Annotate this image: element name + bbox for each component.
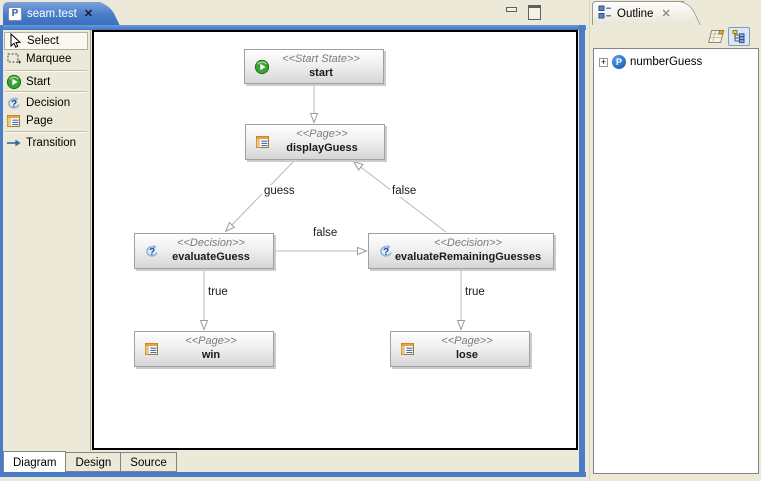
palette-label: Select	[27, 35, 59, 47]
svg-text:?: ?	[11, 99, 17, 110]
transition-label-guess[interactable]: guess	[262, 185, 297, 197]
outline-toolbar	[590, 25, 761, 47]
palette-tool-transition[interactable]: Transition	[4, 134, 88, 152]
outline-tree-mode-button[interactable]	[728, 27, 750, 46]
diagram-canvas[interactable]: guess false false true true <<Start Stat…	[92, 30, 578, 450]
tab-design[interactable]: Design	[65, 452, 122, 472]
transition-label-false-middle[interactable]: false	[311, 227, 340, 239]
node-evaluateRemainingGuesses[interactable]: ? <<Decision>> evaluateRemainingGuesses	[368, 233, 554, 269]
tree-icon	[732, 29, 745, 43]
node-evaluateGuess[interactable]: ? <<Decision>> evaluateGuess	[134, 233, 274, 269]
tab-diagram[interactable]: Diagram	[3, 451, 67, 472]
editor-window-controls	[505, 5, 541, 20]
node-lose[interactable]: <<Page>> lose	[390, 331, 530, 367]
palette-label: Decision	[26, 97, 71, 109]
transition-arrows	[94, 84, 576, 448]
tab-close-icon[interactable]: ✕	[83, 8, 94, 20]
palette-separator	[5, 91, 87, 93]
transition-label-true-right[interactable]: true	[463, 286, 487, 298]
palette: Select Marquee Start ? Decision Pag	[3, 30, 91, 451]
node-start[interactable]: <<Start State>> start	[244, 49, 384, 84]
overview-icon	[708, 30, 725, 43]
page-icon	[400, 341, 416, 357]
node-win[interactable]: <<Page>> win	[134, 331, 274, 367]
transition-arrow-icon	[6, 135, 22, 151]
svg-text:?: ?	[383, 247, 389, 258]
start-state-icon	[254, 59, 270, 75]
editor-tab-title: seam.test	[27, 7, 77, 20]
pageflow-file-icon: P	[8, 6, 22, 21]
node-stereotype: <<Decision>>	[434, 237, 502, 250]
node-displayGuess[interactable]: <<Page>> displayGuess	[245, 124, 385, 160]
node-name: evaluateGuess	[172, 251, 250, 263]
palette-label: Transition	[26, 137, 77, 149]
minimize-icon[interactable]	[505, 5, 518, 16]
page-icon	[6, 113, 22, 129]
node-stereotype: <<Page>>	[296, 128, 348, 141]
editor-frame-left	[0, 25, 3, 477]
marquee-icon	[6, 51, 22, 67]
page-icon	[144, 341, 160, 357]
outline-tab-title: Outline	[617, 7, 654, 20]
start-state-icon	[6, 74, 22, 90]
outline-view-icon	[598, 5, 612, 22]
outline-content: + P numberGuess	[593, 48, 759, 474]
node-stereotype: <<Page>>	[441, 335, 493, 348]
node-name: displayGuess	[286, 142, 358, 154]
palette-label: Page	[26, 115, 53, 127]
select-cursor-icon	[7, 33, 23, 49]
pageflow-node-icon: P	[612, 55, 626, 69]
palette-tool-decision[interactable]: ? Decision	[4, 94, 88, 112]
decision-icon: ?	[6, 95, 22, 111]
diagram-layer: guess false false true true <<Start Stat…	[94, 32, 576, 448]
expand-icon[interactable]: +	[599, 56, 608, 67]
maximize-icon[interactable]	[527, 5, 541, 20]
tree-item-label: numberGuess	[630, 56, 703, 68]
node-name: evaluateRemainingGuesses	[394, 251, 542, 263]
page-icon	[255, 134, 271, 150]
palette-tool-marquee[interactable]: Marquee	[4, 50, 88, 68]
svg-text:?: ?	[149, 247, 155, 258]
outline-overview-mode-button[interactable]	[705, 27, 727, 46]
tab-source[interactable]: Source	[120, 452, 177, 472]
decision-icon: ?	[144, 243, 160, 259]
node-name: win	[201, 349, 221, 361]
transition-label-true-left[interactable]: true	[206, 286, 230, 298]
palette-tool-page[interactable]: Page	[4, 112, 88, 130]
node-stereotype: <<Start State>>	[282, 52, 360, 65]
editor-frame-bottom	[0, 472, 586, 477]
editor-frame-right	[579, 25, 585, 477]
editor-tab-bar: P seam.test ✕	[0, 0, 586, 25]
palette-label: Start	[26, 76, 51, 88]
decision-icon: ?	[378, 243, 394, 259]
node-name: lose	[455, 349, 478, 361]
editor-mode-tabs: Diagram Design Source	[3, 451, 579, 472]
palette-tool-select[interactable]: Select	[4, 32, 88, 50]
outline-view: Outline ✕ + P numberGuess	[589, 0, 761, 481]
palette-separator	[5, 70, 87, 72]
tab-seam-test[interactable]: P seam.test ✕	[3, 2, 101, 25]
node-name: start	[309, 66, 333, 79]
palette-label: Marquee	[26, 53, 72, 65]
transition-label-false-upper[interactable]: false	[390, 185, 419, 197]
outline-close-icon[interactable]: ✕	[661, 8, 671, 20]
node-stereotype: <<Page>>	[185, 335, 237, 348]
palette-separator	[5, 131, 87, 133]
node-stereotype: <<Decision>>	[177, 237, 245, 250]
palette-tool-start[interactable]: Start	[4, 73, 88, 91]
tab-outline[interactable]: Outline ✕	[592, 1, 684, 25]
editor-frame-top	[0, 25, 586, 30]
tree-item-numberGuess[interactable]: + P numberGuess	[599, 55, 758, 69]
